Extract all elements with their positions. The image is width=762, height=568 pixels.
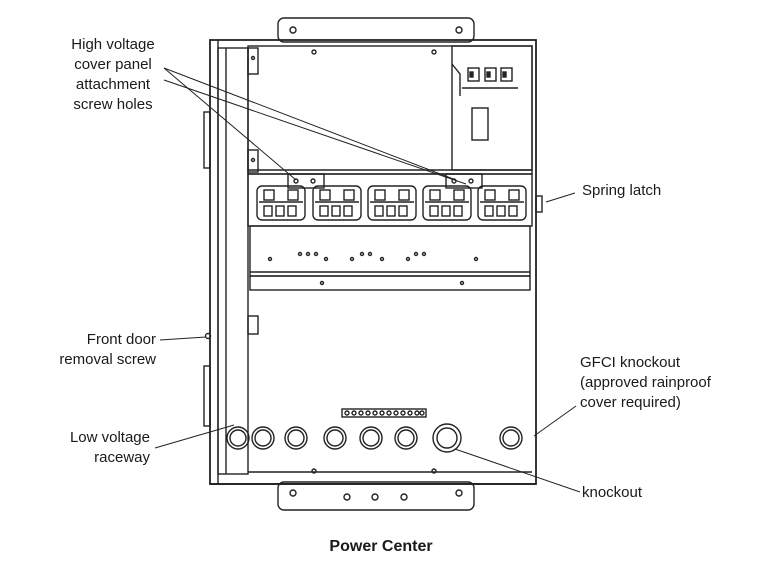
timer-module	[451, 45, 533, 171]
hv-screw-tab-left	[287, 173, 325, 189]
knockout-row	[226, 423, 523, 453]
front-door-removal-screw	[204, 332, 212, 340]
breaker-unit	[422, 185, 472, 221]
knockout-hole	[251, 426, 275, 450]
label-front-door-screw: Front door removal screw	[59, 331, 156, 368]
breaker-unit	[256, 185, 306, 221]
leader-lines	[154, 67, 581, 493]
lower-rail	[249, 275, 531, 291]
terminal-strip	[249, 225, 531, 277]
door-hinges	[203, 111, 211, 427]
label-knockout: knockout	[582, 484, 643, 501]
spring-latch	[535, 195, 543, 213]
gfci-knockout-hole	[499, 426, 523, 450]
top-mounting-bracket	[277, 17, 475, 43]
knockout-large	[432, 423, 462, 453]
knockout-hole	[226, 426, 250, 450]
label-hv-screw-holes: High voltage cover panel attachment scre…	[71, 36, 155, 113]
terminal-bar	[341, 408, 427, 418]
caption: Power Center	[329, 538, 433, 555]
knockout-hole	[394, 426, 418, 450]
knockout-hole	[359, 426, 383, 450]
label-low-voltage-raceway: Low voltage raceway	[69, 429, 150, 466]
low-voltage-raceway	[217, 47, 259, 475]
label-gfci-knockout: GFCI knockout (approved rainproof cover …	[580, 354, 711, 411]
bottom-mounting-bracket	[277, 481, 475, 511]
breaker-row	[256, 185, 527, 221]
breaker-unit	[312, 185, 362, 221]
knockout-hole	[284, 426, 308, 450]
breaker-unit	[477, 185, 527, 221]
label-spring-latch: Spring latch	[582, 182, 662, 199]
knockout-hole	[323, 426, 347, 450]
breaker-unit	[367, 185, 417, 221]
